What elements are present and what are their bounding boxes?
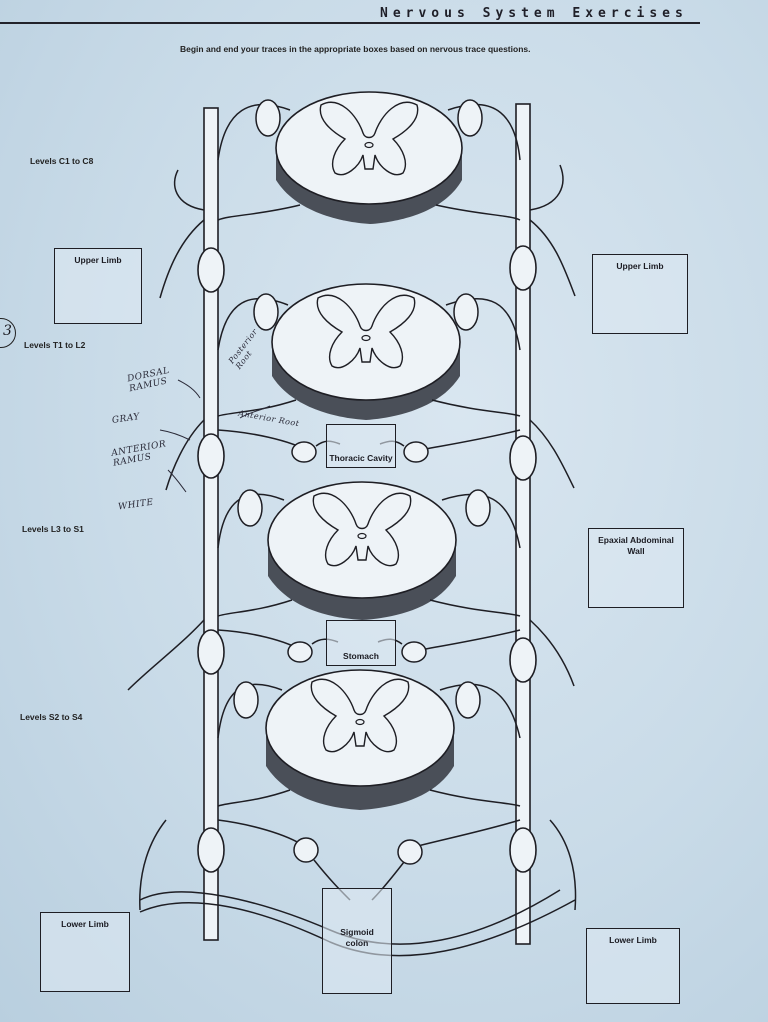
level-label-l3-s1: Levels L3 to S1	[22, 524, 84, 534]
epaxial-abdominal-wall-box[interactable]: Epaxial Abdominal Wall	[588, 528, 684, 608]
spinal-cord-section-s2-s4	[265, 669, 455, 810]
stomach-box[interactable]: Stomach	[326, 620, 396, 666]
upper-limb-box-left[interactable]: Upper Limb	[54, 248, 142, 324]
upper-limb-left-label: Upper Limb	[74, 255, 122, 265]
header-rule	[0, 22, 700, 24]
sigmoid-label-line1: Sigmoid	[340, 927, 374, 937]
spinal-cord-section-t1-l2	[271, 283, 461, 420]
thoracic-cavity-box[interactable]: Thoracic Cavity	[326, 424, 396, 468]
sigmoid-label-line2: colon	[345, 938, 369, 948]
nerve-pathways	[127, 99, 577, 957]
sympathetic-chain-left	[197, 103, 537, 945]
stomach-label: Stomach	[343, 651, 379, 661]
instruction-text: Begin and end your traces in the appropr…	[180, 44, 531, 54]
thoracic-cavity-label: Thoracic Cavity	[329, 453, 393, 463]
lower-limb-box-right[interactable]: Lower Limb	[586, 928, 680, 1004]
lower-limb-left-label: Lower Limb	[61, 919, 109, 929]
upper-limb-right-label: Upper Limb	[616, 261, 664, 271]
upper-limb-box-right[interactable]: Upper Limb	[592, 254, 688, 334]
level-label-c1-c8: Levels C1 to C8	[30, 156, 94, 166]
annotation-pointer-lines	[159, 379, 271, 493]
epaxial-label-line2: Wall	[627, 546, 645, 556]
lower-limb-box-left[interactable]: Lower Limb	[40, 912, 130, 992]
spinal-cord-section-l3-s1	[267, 481, 457, 620]
level-label-s2-s4: Levels S2 to S4	[20, 712, 83, 722]
epaxial-label-line1: Epaxial Abdominal	[598, 535, 674, 545]
sigmoid-colon-box[interactable]: Sigmoid colon	[322, 888, 392, 994]
spinal-cord-section-c1-c8	[275, 91, 463, 224]
level-label-t1-l2: Levels T1 to L2	[24, 340, 86, 350]
page-header-title: Nervous System Exercises	[380, 6, 688, 21]
lower-limb-right-label: Lower Limb	[609, 935, 657, 945]
